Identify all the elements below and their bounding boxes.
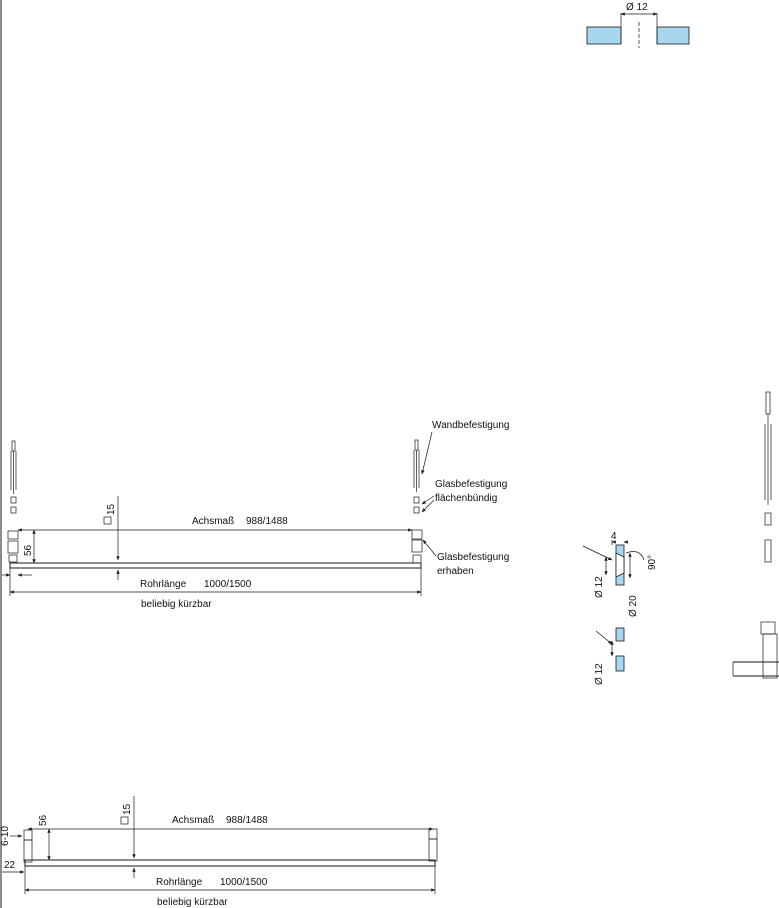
hole-diameter-label-2: Ø 12 xyxy=(594,663,605,685)
height-dimension-lower: 56 xyxy=(38,814,49,826)
assembly-drawing-upper: Achsmaß 988/1488 15 56 Rohrlänge 1000/15… xyxy=(2,420,509,610)
tube-length-value-lower: 1000/1500 xyxy=(220,877,268,888)
assembly-drawing-lower: Achsmaß 988/1488 15 56 6-10 22 Rohrlänge… xyxy=(0,796,438,908)
axis-distance-value-lower: 988/1488 xyxy=(226,815,268,826)
offset-label: 22 xyxy=(4,860,16,871)
left-mounting-hardware xyxy=(7,440,19,563)
glass-hole-detail-top: Ø 12 xyxy=(586,2,690,48)
height-dimension-upper: 56 xyxy=(23,544,34,556)
glass-thickness-label: 6-10 xyxy=(0,826,11,846)
axis-distance-value-upper: 988/1488 xyxy=(246,516,288,527)
towel-bar-tube-upper xyxy=(9,562,422,569)
countersink-depth-label: 4 xyxy=(611,531,617,542)
countersink-diameter-label: Ø 20 xyxy=(628,595,639,617)
countersunk-hole-detail: 4 Ø 12 Ø 20 90° xyxy=(582,531,658,617)
side-view-partial xyxy=(732,391,779,679)
straight-hole-detail: Ø 12 xyxy=(594,627,625,685)
glass-mount-raised-label-1: Glasbefestigung xyxy=(437,552,509,563)
glass-mount-flush-label-2: flächenbündig xyxy=(435,493,497,504)
axis-distance-label-upper: Achsmaß xyxy=(192,516,234,527)
glass-mount-flush-label-1: Glasbefestigung xyxy=(435,479,507,490)
glass-mount-raised-label-2: erhaben xyxy=(437,566,474,577)
tube-length-value-upper: 1000/1500 xyxy=(204,579,252,590)
tube-length-label-lower: Rohrlänge xyxy=(156,877,203,888)
shortenable-note-upper: beliebig kürzbar xyxy=(141,599,212,610)
axis-distance-label-lower: Achsmaß xyxy=(172,815,214,826)
tube-length-label-upper: Rohrlänge xyxy=(140,579,187,590)
countersink-angle-label: 90° xyxy=(647,555,658,570)
profile-size-lower: 15 xyxy=(122,803,133,815)
wall-mount-label: Wandbefestigung xyxy=(432,420,509,431)
profile-size-upper: 15 xyxy=(106,503,117,515)
hole-diameter-label-1: Ø 12 xyxy=(594,576,605,598)
right-mounting-hardware xyxy=(411,439,423,564)
shortenable-note-lower: beliebig kürzbar xyxy=(157,897,228,908)
towel-bar-tube-lower xyxy=(24,859,436,867)
hole-diameter-label: Ø 12 xyxy=(626,2,648,13)
